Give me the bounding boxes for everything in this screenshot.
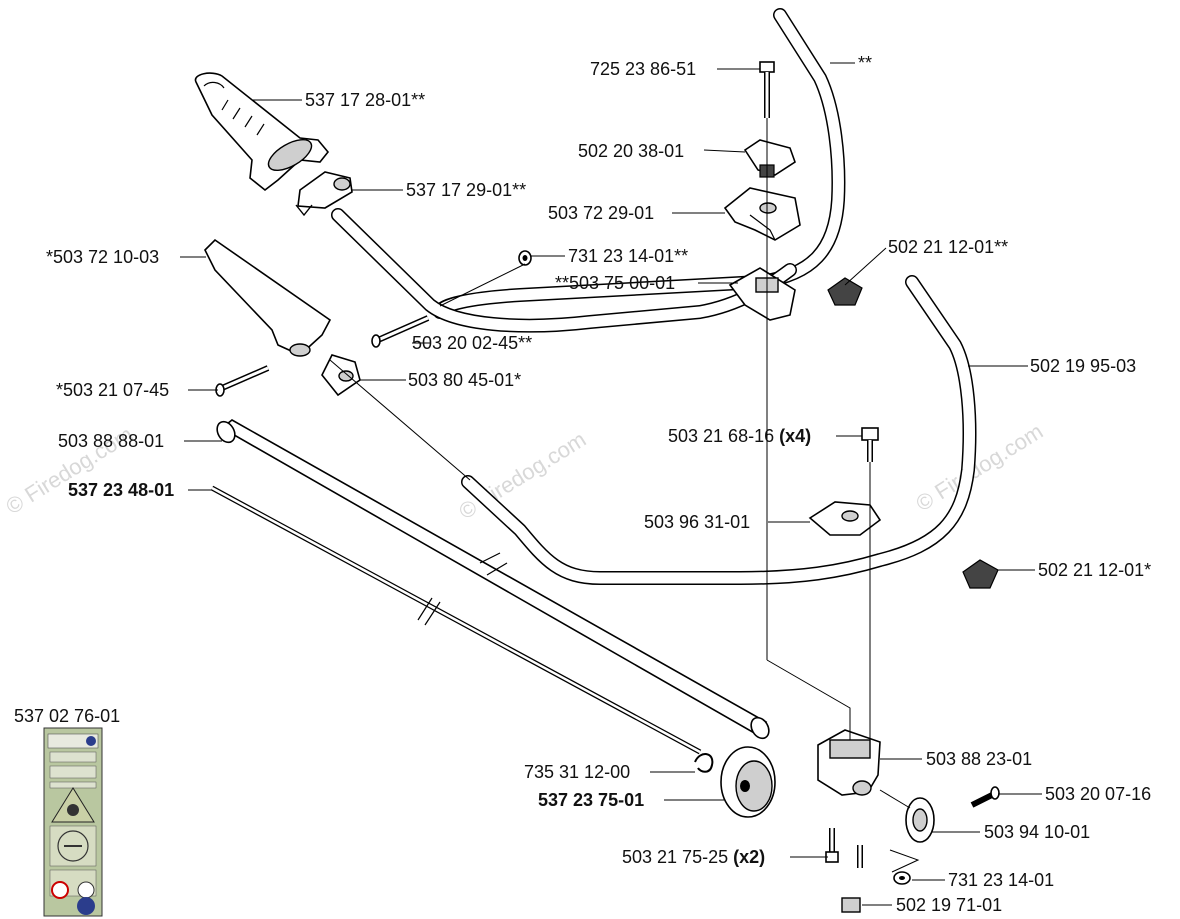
washer-lower — [893, 871, 911, 885]
knob-ring — [905, 797, 935, 843]
nut-clamp — [321, 354, 361, 397]
label-503-21-68-16-qty: (x4) — [779, 426, 811, 446]
label-731-23-14-01-upper: 731 23 14-01** — [568, 246, 688, 266]
label-503-72-29-01: 503 72 29-01 — [548, 203, 654, 223]
label-503-21-75-25: 503 21 75-25 (x2) — [622, 847, 765, 867]
label-503-72-10-03: *503 72 10-03 — [46, 247, 159, 267]
watermark-2: © Firedog.com — [454, 426, 590, 524]
label-731-23-14-01-lower: 731 23 14-01 — [948, 870, 1054, 890]
label-502-21-12-01-upper: 502 21 12-01** — [888, 237, 1008, 257]
label-502-21-12-01-lower: 502 21 12-01* — [1038, 560, 1151, 580]
leader-lines — [180, 62, 1042, 906]
decal-sticker — [43, 727, 103, 917]
label-503-94-10-01: 503 94 10-01 — [984, 822, 1090, 842]
label-503-88-88-01: 503 88 88-01 — [58, 431, 164, 451]
label-502-19-71-01: 502 19 71-01 — [896, 895, 1002, 915]
circlip — [694, 753, 714, 773]
throttle-clamp — [295, 171, 353, 217]
square-nut — [841, 897, 861, 913]
cover-disk — [720, 746, 776, 818]
label-503-88-23-01: 503 88 23-01 — [926, 749, 1032, 769]
stop-upper — [827, 277, 863, 306]
handle-guard — [204, 238, 332, 357]
label-503-21-07-45: *503 21 07-45 — [56, 380, 169, 400]
label-503-20-02-45: 503 20 02-45** — [412, 333, 532, 353]
label-503-21-68-16-num: 503 21 68-16 — [668, 426, 779, 446]
label-502-20-38-01: 502 20 38-01 — [578, 141, 684, 161]
label-503-20-07-16: 503 20 07-16 — [1045, 784, 1151, 804]
label-537-23-75-01: 537 23 75-01 — [538, 790, 644, 810]
label-537-17-29-01: 537 17 29-01** — [406, 180, 526, 200]
watermark-3: © Firedog.com — [911, 418, 1047, 516]
washer-upper — [518, 250, 532, 266]
grip-part — [194, 72, 330, 192]
label-725-23-86-51: 725 23 86-51 — [590, 59, 696, 79]
bracket — [817, 729, 881, 796]
drive-shaft — [210, 485, 702, 755]
label-537-02-76-01: 537 02 76-01 — [14, 706, 120, 726]
stop-lower — [962, 559, 999, 589]
screw-right — [861, 427, 879, 462]
label-503-96-31-01: 503 96 31-01 — [644, 512, 750, 532]
part-labels: 725 23 86-51 ** 537 17 28-01** 502 20 38… — [14, 53, 1151, 915]
label-503-75-00-01: **503 75 00-01 — [555, 273, 675, 293]
label-stars: ** — [858, 53, 872, 73]
clamp-top — [723, 187, 801, 241]
wing-knob — [743, 139, 796, 178]
label-502-19-95-03: 502 19 95-03 — [1030, 356, 1136, 376]
handle-bar-lower — [461, 275, 977, 585]
bolt-top — [759, 61, 775, 118]
label-503-21-75-25-qty: (x2) — [733, 847, 765, 867]
label-537-23-48-01: 537 23 48-01 — [68, 480, 174, 500]
shaft-tube — [216, 419, 770, 740]
label-503-80-45-01: 503 80 45-01* — [408, 370, 521, 390]
clamp-mid — [808, 501, 882, 536]
bolt-left — [215, 365, 270, 397]
screw-side — [970, 786, 1000, 808]
bolt-middle — [371, 315, 430, 348]
label-503-21-68-16: 503 21 68-16 (x4) — [668, 426, 811, 446]
label-503-21-75-25-num: 503 21 75-25 — [622, 847, 733, 867]
label-735-31-12-00: 735 31 12-00 — [524, 762, 630, 782]
label-537-17-28-01: 537 17 28-01** — [305, 90, 425, 110]
